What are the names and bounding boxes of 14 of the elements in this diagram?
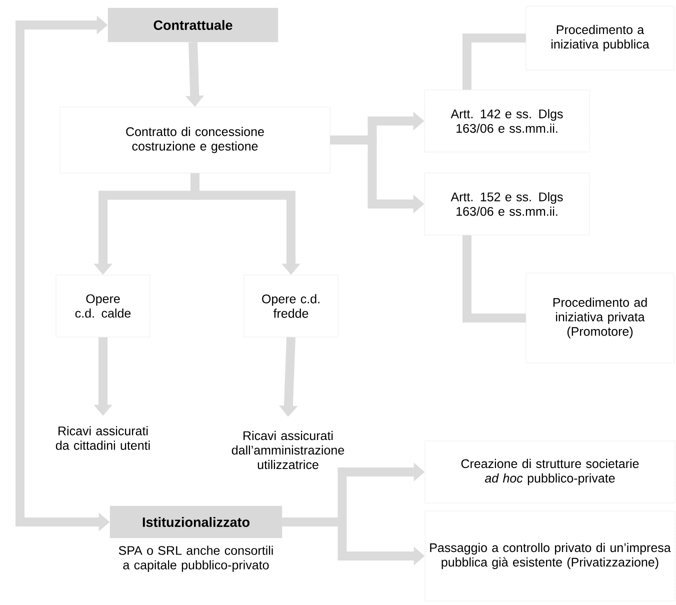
process-box: Procedimento a iniziativa pubblica [526,6,674,70]
process-box: Passaggio a controllo privato di un’impresa pubblica già esistente (Privatizzazione) [424,510,676,602]
category-box: Contrattuale [108,8,278,42]
process-box: Opere c.d. calde [56,274,150,338]
process-box: Artt. 142 e ss. Dlgs 163/06 e ss.mm.ii. [424,90,590,152]
process-box: Procedimento ad iniziativa privata (Promotore) [526,272,674,364]
result-text: Ricavi assicurati da cittadini utenti [56,426,150,450]
process-box: Contratto di concessione costruzione e gestione [60,106,330,174]
process-box: Opere c.d. fredde [244,274,338,338]
process-box: Artt. 152 e ss. Dlgs 163/06 e ss.mm.ii. [424,172,590,236]
result-text: Ricavi assicurati dall’amministrazione utilizzatrice [232,430,344,470]
process-box: Creazione di strutture societarie ad hoc pubblico-private [424,440,676,504]
category-box: Istituzionalizzato [110,506,282,538]
caption-text: SPA o SRL anche consortili a capitale pubblico-privato [118,546,273,572]
